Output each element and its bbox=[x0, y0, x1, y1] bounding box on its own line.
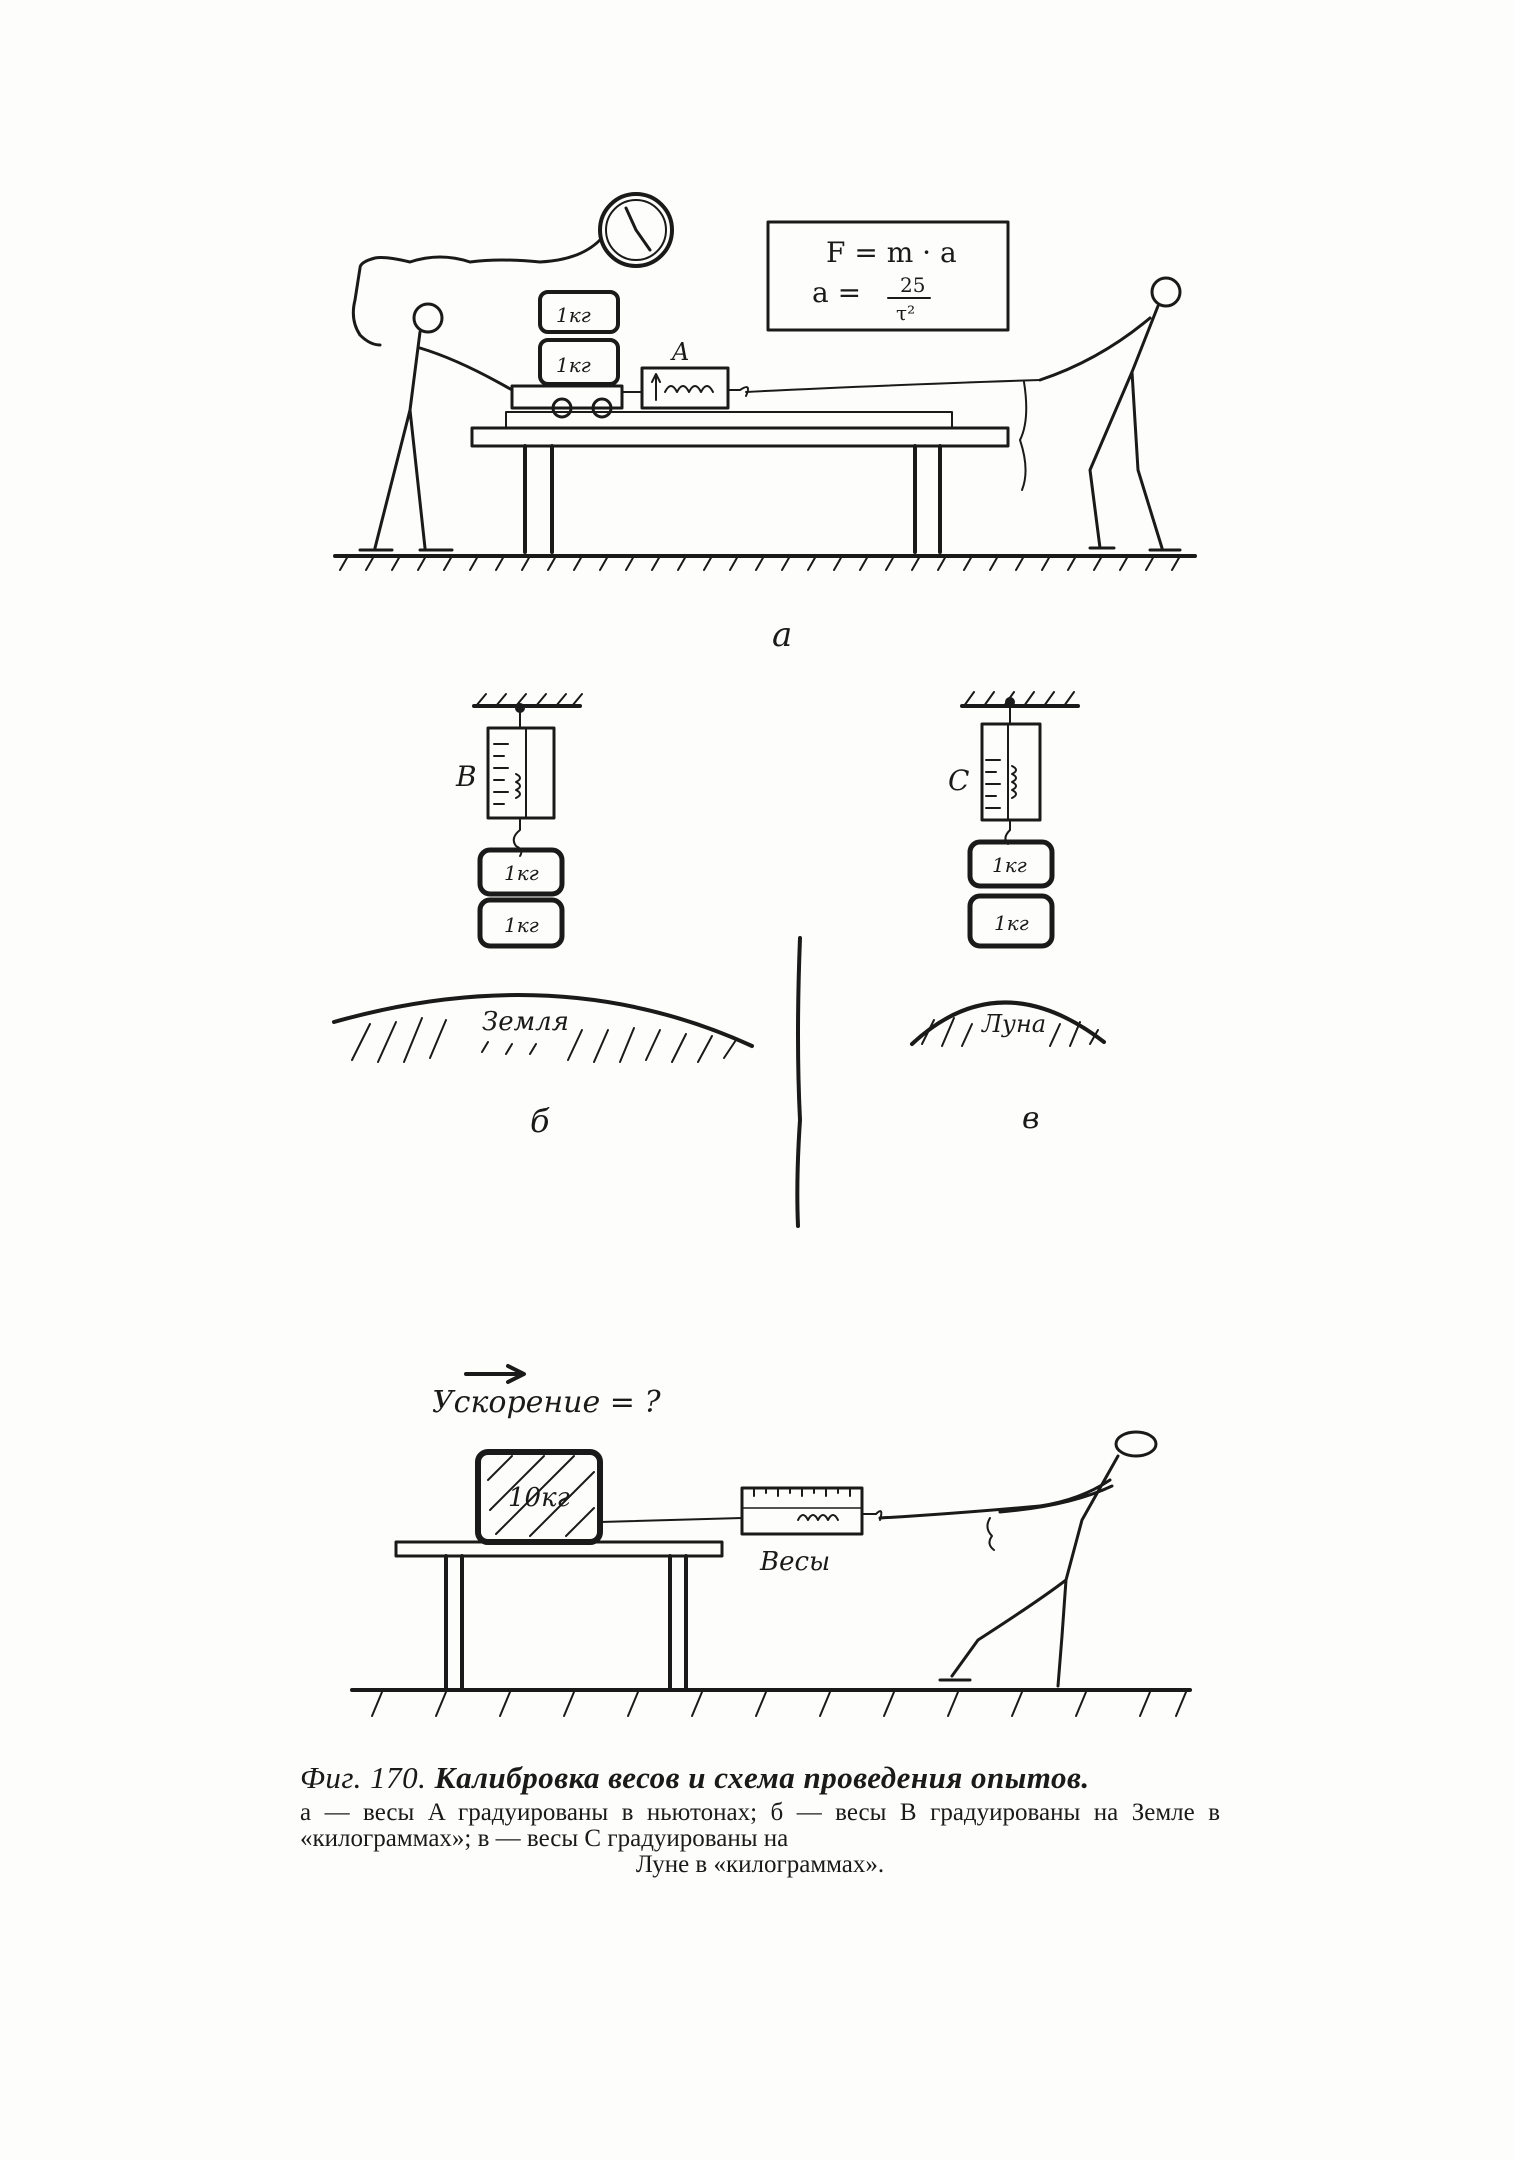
scale-accel-label: Весы bbox=[759, 1547, 830, 1577]
person-pulling bbox=[938, 1430, 1158, 1692]
panel-a: F = m · a a = 25 τ² 1кг 1кг bbox=[333, 192, 1197, 655]
person-left bbox=[358, 302, 514, 552]
spring-scale-accel: Весы bbox=[740, 1486, 883, 1577]
block-mass-label: 10кг bbox=[508, 1483, 570, 1513]
spring-scale-c: C bbox=[948, 722, 1042, 845]
caption-body-main: а — весы A градуированы в ньютонах; б — … bbox=[300, 1799, 1220, 1852]
earth-label: Земля bbox=[482, 1007, 569, 1037]
figure-label: Фиг. 170. bbox=[300, 1760, 427, 1795]
caption-title: Калибровка весов и схема проведения опыт… bbox=[434, 1760, 1090, 1795]
earth-surface: Земля bbox=[332, 993, 754, 1063]
table-a bbox=[470, 411, 1010, 554]
floor-a bbox=[333, 554, 1197, 571]
arrow-right-icon bbox=[464, 1364, 526, 1384]
panel-v: C 1кг 1кг Луна в bbox=[910, 691, 1106, 1136]
weight-a-top-label: 1кг bbox=[556, 303, 591, 327]
weight-c-bottom: 1кг bbox=[967, 893, 1055, 949]
caption-body: а — весы A градуированы в ньютонах; б — … bbox=[300, 1800, 1220, 1878]
weight-b-top: 1кг bbox=[477, 847, 565, 897]
floor-accel bbox=[350, 1688, 1192, 1717]
weight-a-top: 1кг bbox=[538, 290, 620, 334]
spring-scale-a: A bbox=[621, 338, 749, 410]
scale-b-label: B bbox=[455, 760, 477, 793]
rope-a bbox=[745, 379, 1041, 393]
caption-title-line: Фиг. 170. Калибровка весов и схема прове… bbox=[300, 1760, 1220, 1796]
clock-cord bbox=[351, 238, 602, 347]
clock-icon bbox=[598, 192, 674, 268]
weight-c-top-label: 1кг bbox=[992, 853, 1027, 877]
scale-c-label: C bbox=[948, 764, 969, 797]
panel-acceleration: Ускорение = ? 10кг Весы bbox=[350, 1364, 1192, 1717]
formula-numerator: 25 bbox=[900, 273, 925, 297]
person-right bbox=[1019, 276, 1182, 552]
weight-c-bottom-label: 1кг bbox=[994, 911, 1029, 935]
formula-force: F = m · a bbox=[826, 236, 957, 269]
acceleration-question: Ускорение = ? bbox=[432, 1385, 661, 1420]
block-10kg: 10кг bbox=[475, 1449, 603, 1545]
formula-board: F = m · a a = 25 τ² bbox=[766, 220, 1010, 332]
spring-scale-b: B bbox=[455, 726, 556, 857]
moon-surface: Луна bbox=[910, 1000, 1106, 1047]
panel-b-letter: б bbox=[530, 1102, 550, 1140]
figure-caption: Фиг. 170. Калибровка весов и схема прове… bbox=[300, 1760, 1220, 1878]
weight-b-bottom-label: 1кг bbox=[504, 913, 539, 937]
formula-accel: a = bbox=[812, 276, 861, 309]
weight-b-bottom: 1кг bbox=[477, 897, 565, 949]
panel-divider bbox=[795, 936, 802, 1228]
formula-denominator: τ² bbox=[896, 301, 915, 325]
moon-label: Луна bbox=[981, 1010, 1046, 1038]
weight-a-bottom: 1кг bbox=[538, 338, 620, 386]
table-accel bbox=[394, 1540, 724, 1692]
panel-v-letter: в bbox=[1022, 1101, 1039, 1136]
weight-a-bottom-label: 1кг bbox=[556, 353, 591, 377]
scale-a-label: A bbox=[670, 338, 689, 366]
panel-a-letter: a bbox=[772, 615, 792, 655]
weight-b-top-label: 1кг bbox=[504, 861, 539, 885]
weight-c-top: 1кг bbox=[967, 839, 1055, 889]
panel-b: B 1кг 1кг Земля б bbox=[332, 693, 754, 1140]
caption-body-last: Луне в «килограммах». bbox=[635, 1851, 885, 1878]
